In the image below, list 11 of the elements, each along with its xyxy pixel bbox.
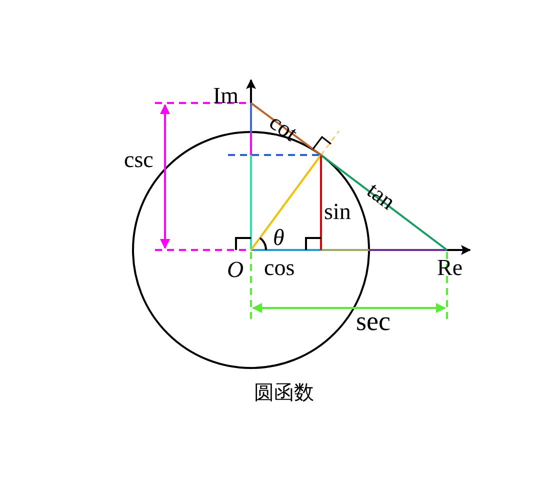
function-label: sec	[356, 308, 390, 335]
function-label: tan	[363, 178, 400, 214]
angle-label: θ	[273, 226, 284, 249]
axis-label: Im	[213, 84, 239, 107]
function-label: cos	[264, 256, 295, 279]
origin-label: O	[227, 258, 244, 281]
function-label: csc	[124, 148, 154, 171]
function-label: cot	[265, 110, 302, 146]
function-label: sin	[324, 200, 351, 223]
caption: 圆函数	[254, 382, 314, 402]
axis-label: Re	[437, 256, 463, 279]
